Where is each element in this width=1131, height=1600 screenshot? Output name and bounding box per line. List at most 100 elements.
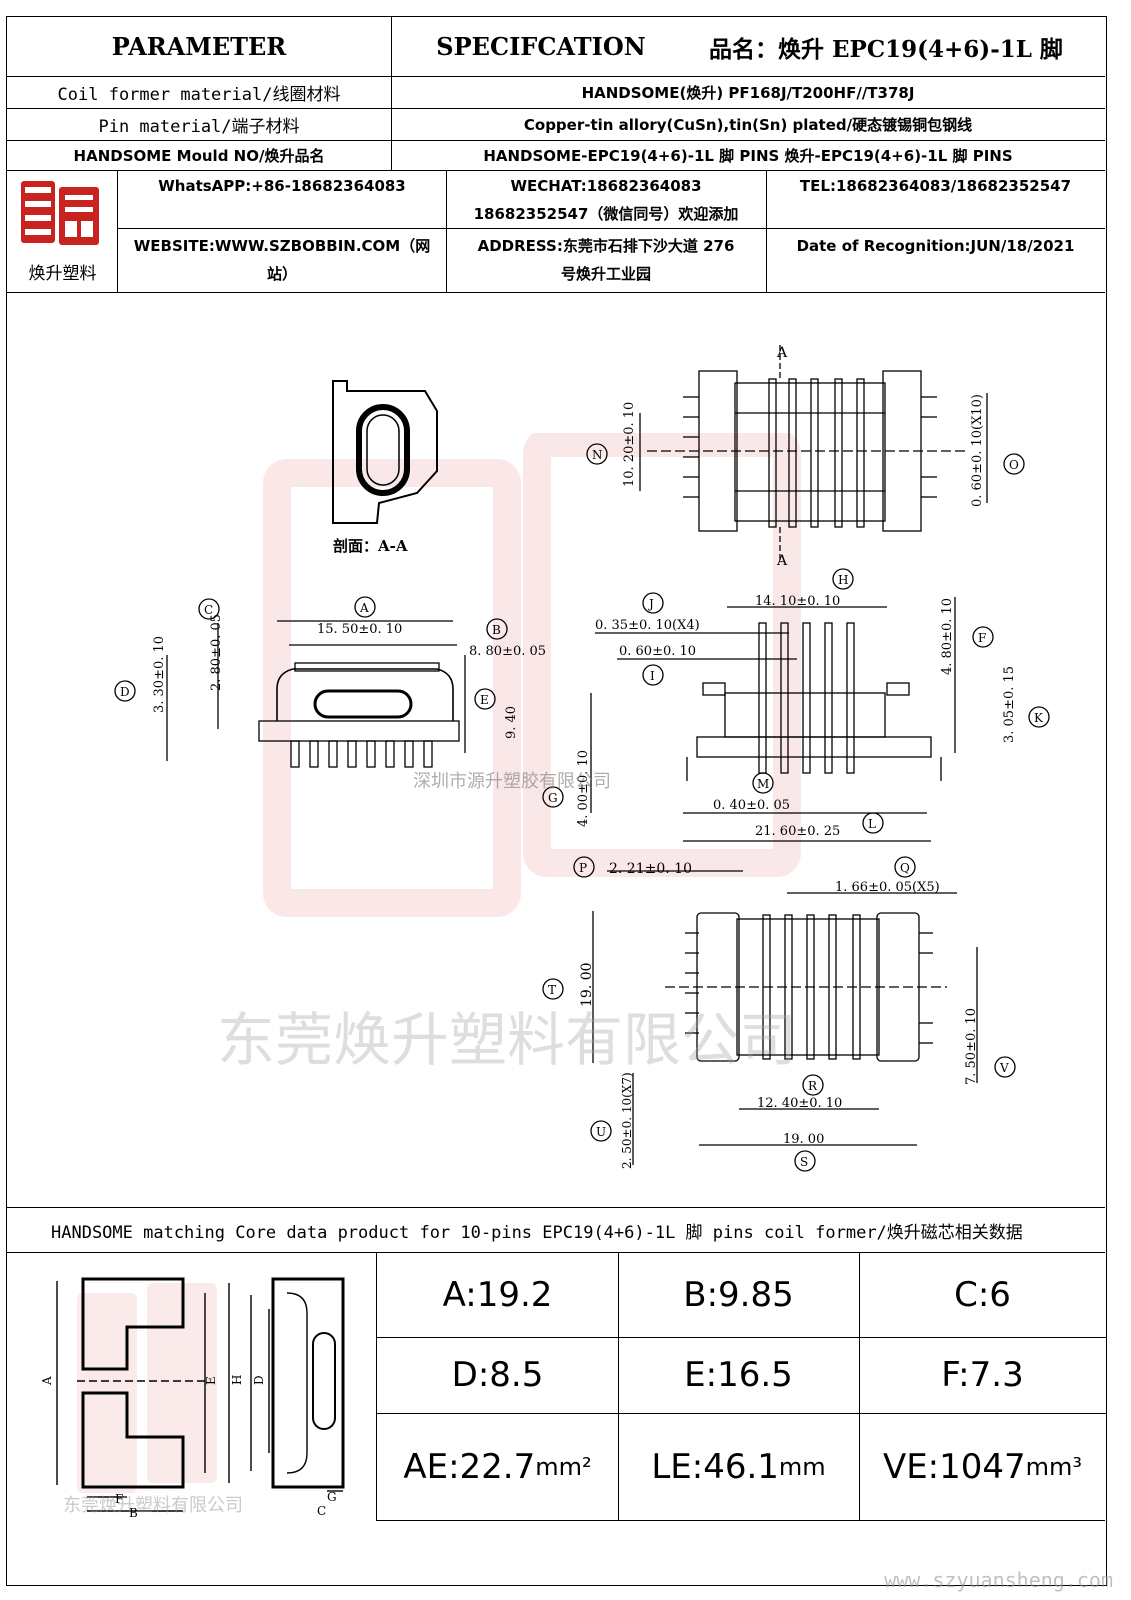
left-side-view: [166, 620, 466, 768]
spec-sheet: PARAMETER SPECIFCATION 品名：焕升 EPC19(4+6)-…: [6, 16, 1107, 1586]
core-value-e: E:16.5: [684, 1355, 793, 1395]
title-row: PARAMETER SPECIFCATION 品名：焕升 EPC19(4+6)-…: [7, 17, 1105, 77]
dim-f: 4. 80±0. 10: [940, 598, 955, 675]
core-label-e: E: [204, 1376, 218, 1385]
dim-v: 7. 50±0. 10: [964, 1008, 979, 1085]
core-value-a: A:19.2: [442, 1275, 553, 1315]
svg-text:N: N: [592, 448, 603, 462]
dim-q: 1. 66±0. 05(X5): [835, 880, 940, 895]
dim-u: 2. 50±0. 10(X7): [620, 1072, 634, 1169]
dim-j: 0. 35±0. 10(X4): [595, 618, 700, 633]
recognition-date: Date of Recognition:JUN/18/2021: [796, 237, 1075, 255]
svg-text:V: V: [999, 1061, 1009, 1075]
svg-text:K: K: [1034, 711, 1044, 725]
mould-no-row: HANDSOME Mould NO/焕升品名 HANDSOME-EPC19(4+…: [7, 141, 1105, 171]
technical-drawing: 剖面：A-A: [7, 293, 1105, 1207]
core-data-grid: A:19.2 B:9.85 C:6 D:8.5 E:16.5 F:7.3 AE:…: [376, 1253, 1106, 1521]
dim-p: 2. 21±0. 10: [609, 861, 692, 877]
pin-material-label: Pin material/端子材料: [98, 117, 300, 137]
bottom-view: [592, 870, 978, 1165]
coil-former-label: Coil former material/线圈材料: [57, 85, 341, 105]
dim-a: 15. 50±0. 10: [317, 622, 402, 637]
website-line2: 站）: [266, 265, 297, 283]
section-label: 剖面：A-A: [333, 537, 408, 555]
core-label-b: B: [129, 1506, 138, 1520]
svg-text:I: I: [650, 669, 655, 683]
address-line1: ADDRESS:东莞市石排下沙大道 276: [477, 237, 735, 255]
dim-e: 9. 40: [504, 706, 519, 739]
wechat-line2: 18682352547（微信同号）欢迎添加: [473, 205, 739, 223]
contact-block: 焕升塑料 WhatsAPP:+86-18682364083 WECHAT:186…: [7, 171, 1105, 293]
dim-t: 19. 00: [579, 962, 595, 1007]
section-marker-bottom: A: [776, 553, 788, 569]
dim-s: 19. 00: [783, 1132, 824, 1147]
core-value-c: C:6: [954, 1275, 1011, 1315]
svg-text:D: D: [120, 685, 130, 699]
svg-text:F: F: [978, 631, 986, 645]
svg-text:R: R: [808, 1079, 818, 1093]
svg-text:A: A: [359, 601, 369, 615]
coil-former-value: HANDSOME(焕升) PF168J/T200HF//T378J: [581, 84, 915, 102]
core-label-c: C: [317, 1504, 326, 1518]
wechat-line1: WECHAT:18682364083: [510, 177, 702, 195]
dim-n: 10. 20±0. 10: [622, 402, 637, 487]
footer-url: www.szyuansheng.com: [884, 1568, 1113, 1592]
front-view: [590, 597, 956, 842]
svg-text:Q: Q: [900, 861, 910, 875]
dim-b: 8. 80±0. 05: [469, 644, 546, 659]
svg-text:U: U: [596, 1125, 606, 1139]
whatsapp: WhatsAPP:+86-18682364083: [158, 177, 406, 195]
core-value-b: B:9.85: [683, 1275, 794, 1315]
core-value-f: F:7.3: [941, 1355, 1024, 1395]
svg-text:E: E: [480, 693, 489, 707]
core-label-f: F: [115, 1492, 123, 1506]
core-value-d: D:8.5: [451, 1355, 544, 1395]
svg-text:C: C: [204, 603, 213, 617]
mould-no-label: HANDSOME Mould NO/焕升品名: [73, 147, 325, 165]
specification-heading: SPECIFCATION: [436, 32, 646, 61]
dim-g: 4. 00±0. 10: [576, 750, 591, 827]
core-label-g: G: [327, 1490, 337, 1504]
core-watermark: 东莞焕升塑料有限公司: [63, 1495, 243, 1516]
dim-l: 21. 60±0. 25: [755, 824, 840, 839]
core-data-section: A E H D F B C G 东莞焕升塑料有限公司 A:19.2 B:9.85…: [7, 1253, 1106, 1553]
section-view: [332, 380, 438, 524]
svg-text:B: B: [492, 623, 501, 637]
core-data-title: HANDSOME matching Core data product for …: [7, 1207, 1105, 1253]
svg-text:J: J: [647, 597, 654, 611]
core-label-d: D: [252, 1375, 266, 1385]
svg-text:T: T: [548, 983, 556, 997]
svg-text:O: O: [1009, 458, 1019, 472]
address-line2: 号焕升工业园: [560, 265, 651, 283]
watermark-company-small: 深圳市源升塑胶有限公司: [413, 771, 611, 792]
coil-former-row: Coil former material/线圈材料 HANDSOME(焕升) P…: [7, 77, 1105, 109]
pin-material-row: Pin material/端子材料 Copper-tin allory(CuSn…: [7, 109, 1105, 141]
tel: TEL:18682364083/18682352547: [799, 177, 1072, 195]
website-line1: WEBSITE:WWW.SZBOBBIN.COM（网: [133, 237, 431, 255]
svg-text:P: P: [579, 861, 587, 875]
svg-text:L: L: [868, 817, 876, 831]
svg-text:H: H: [838, 573, 848, 587]
svg-text:S: S: [800, 1155, 808, 1169]
dim-d: 3. 30±0. 10: [152, 636, 167, 713]
dim-h: 14. 10±0. 10: [755, 594, 840, 609]
dim-k: 3. 05±0. 15: [1002, 666, 1017, 743]
watermark-company: 东莞焕升塑料有限公司: [217, 1006, 798, 1074]
mould-no-value: HANDSOME-EPC19(4+6)-1L 脚 PINS 焕升-EPC19(4…: [483, 147, 1013, 165]
dim-m: 0. 40±0. 05: [713, 798, 790, 813]
core-label-h: H: [230, 1375, 244, 1385]
pin-material-value: Copper-tin allory(CuSn),tin(Sn) plated/硬…: [523, 116, 973, 134]
dim-r: 12. 40±0. 10: [757, 1096, 842, 1111]
svg-text:G: G: [548, 791, 558, 805]
company-logo: 焕升塑料: [7, 171, 118, 293]
logo-mark-icon: [21, 181, 99, 245]
section-marker-top: A: [776, 345, 788, 361]
svg-text:M: M: [757, 777, 769, 791]
core-diagram: A E H D F B C G 东莞焕升塑料有限公司: [7, 1253, 373, 1521]
logo-caption: 焕升塑料: [28, 264, 97, 284]
parameter-heading: PARAMETER: [111, 32, 287, 61]
dim-o: 0. 60±0. 10(X10): [970, 394, 985, 507]
